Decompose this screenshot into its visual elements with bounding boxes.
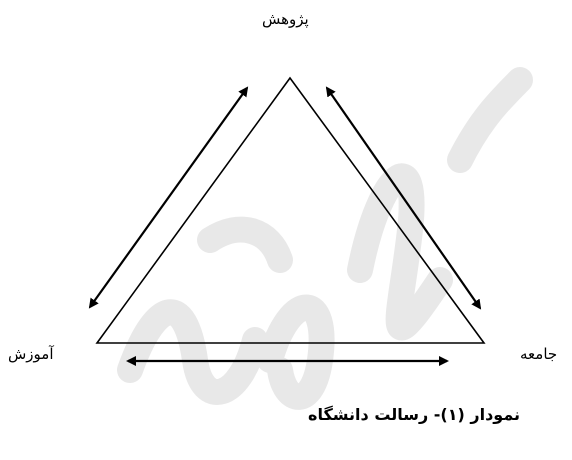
- arrow-research-society: [325, 86, 482, 310]
- mission-triangle: [95, 76, 486, 344]
- node-label-education: آموزش: [8, 345, 54, 363]
- arrow-education-research: [88, 86, 249, 309]
- node-label-society: جامعه: [520, 345, 558, 363]
- node-label-research: پژوهش: [262, 10, 309, 28]
- diagram-caption: نمودار (۱)- رسالت دانشگاه: [308, 405, 521, 424]
